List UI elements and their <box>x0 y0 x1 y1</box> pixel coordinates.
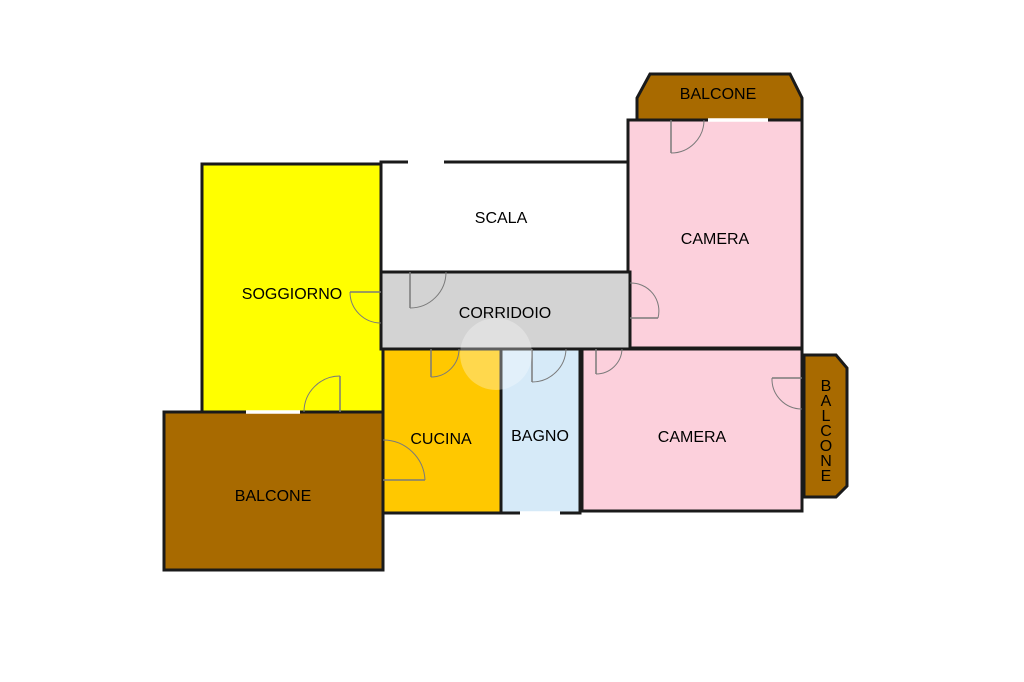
label-camera-bottom: CAMERA <box>658 429 727 446</box>
door-bagno <box>531 348 567 383</box>
door-cucina <box>430 348 460 378</box>
label-balcone-top: BALCONE <box>680 86 756 103</box>
door-camera-top-corridoio <box>629 282 660 319</box>
bagno-area <box>499 347 582 515</box>
label-balcone-right-b: B <box>821 378 832 395</box>
label-corridoio: CORRIDOIO <box>459 305 551 322</box>
label-scala: SCALA <box>475 210 528 227</box>
label-balcone-right-o: O <box>820 438 832 455</box>
label-camera-top: CAMERA <box>681 231 750 248</box>
corridoio-area <box>379 270 632 351</box>
door-camera-top-balcone <box>670 119 705 154</box>
door-scala-corridoio <box>409 271 447 309</box>
door-camera-bottom <box>595 348 623 375</box>
label-balcone-right-e: E <box>821 468 832 485</box>
door-soggiorno-balcone <box>303 375 341 413</box>
label-balcone-right-n: N <box>820 453 832 470</box>
label-balcone-right-l: L <box>822 408 831 425</box>
watermark-circle <box>460 318 532 390</box>
door-cucina-balcone <box>382 439 426 481</box>
door-camera-bottom-balcone <box>771 377 803 410</box>
label-balcone-right-c: C <box>820 423 832 440</box>
door-soggiorno-corridoio <box>349 291 382 324</box>
camera-top-area <box>626 118 804 350</box>
label-soggiorno: SOGGIORNO <box>242 286 342 303</box>
label-bagno: BAGNO <box>511 428 569 445</box>
label-balcone-right-a: A <box>821 393 832 410</box>
soggiorno-area <box>200 162 385 416</box>
label-balcone-left: BALCONE <box>235 488 311 505</box>
camera-bottom-area <box>580 347 804 513</box>
label-cucina: CUCINA <box>410 431 472 448</box>
balcone-right-area <box>802 353 849 499</box>
